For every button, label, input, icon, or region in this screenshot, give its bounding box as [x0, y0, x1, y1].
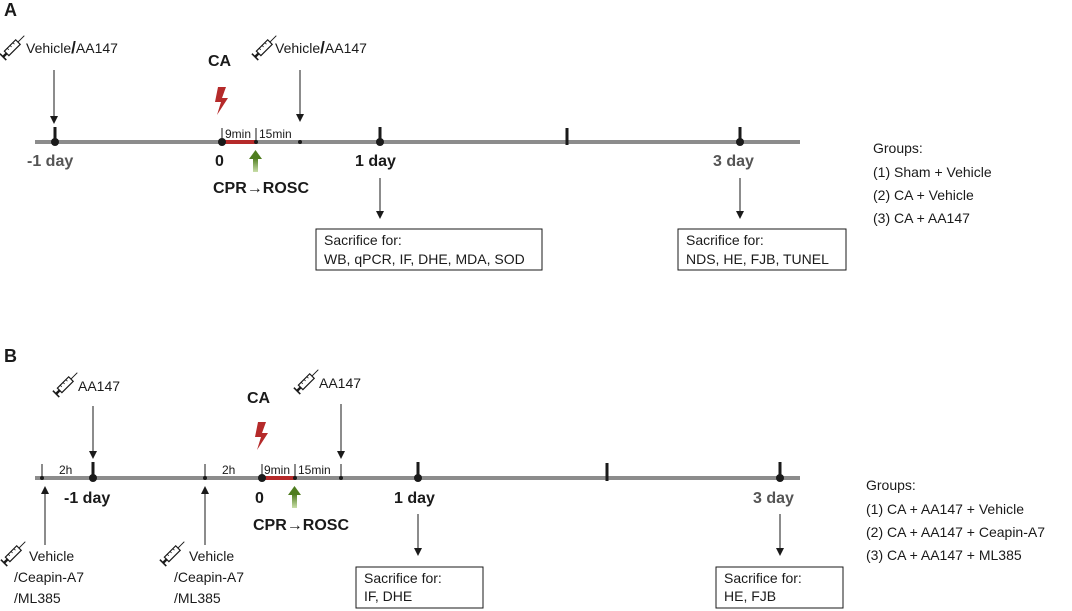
ca-label: CA	[208, 53, 232, 70]
panel-b-label: B	[4, 346, 17, 366]
up-arrow-icon	[292, 494, 297, 508]
injection-label-minus1-day: AA147	[78, 378, 120, 394]
syringe-icon	[293, 365, 323, 395]
ca-label: CA	[247, 390, 271, 407]
ischemia-duration-label: 9min	[225, 127, 251, 141]
syringe-icon	[159, 537, 189, 567]
day-1-label: 1 day	[394, 490, 435, 507]
timeline-dot	[51, 138, 59, 146]
sacrifice-box-body: NDS, HE, FJB, TUNEL	[686, 251, 829, 267]
timeline-dot	[339, 476, 343, 480]
timeline-dot	[254, 140, 258, 144]
timeline-dot	[293, 476, 297, 480]
gap-label: 2h	[59, 463, 72, 477]
up-arrow-icon-head	[288, 486, 301, 495]
panel-a: A Vehicle/AA147 CA Vehicle/AA147 9min 15…	[0, 0, 992, 271]
cpr-rosc-label: CPR→ROSC	[253, 517, 349, 534]
groups-title: Groups:	[873, 140, 923, 156]
timeline-dot	[414, 474, 422, 482]
group-item: (1) CA + AA147 + Vehicle	[866, 501, 1024, 517]
timeline-dot	[203, 476, 207, 480]
injection-label-post-rosc: AA147	[319, 375, 361, 391]
sacrifice-box-day3	[715, 566, 844, 609]
pretreatment-label: /ML385	[14, 590, 61, 606]
lightning-icon	[255, 422, 268, 450]
sacrifice-box-day1	[315, 228, 543, 271]
sacrifice-box-body: HE, FJB	[724, 588, 776, 604]
sacrifice-box-day1	[355, 566, 484, 609]
panel-a-label: A	[4, 0, 17, 20]
timeline-dot	[776, 474, 784, 482]
day-0-label: 0	[215, 153, 224, 170]
timeline-dot	[40, 476, 44, 480]
day-0-label: 0	[255, 490, 264, 507]
injection-label-minus1-day: Vehicle/AA147	[26, 38, 118, 57]
sacrifice-box-title: Sacrifice for:	[364, 570, 442, 586]
panel-b: B AA147 CA AA147 2h 2h 9m	[0, 346, 1045, 609]
group-item: (3) CA + AA147 + ML385	[866, 547, 1022, 563]
sacrifice-box-body: IF, DHE	[364, 588, 412, 604]
post-rosc-interval-label: 15min	[298, 463, 331, 477]
up-arrow-icon	[253, 158, 258, 172]
sacrifice-box-title: Sacrifice for:	[324, 232, 402, 248]
timeline-dot	[736, 138, 744, 146]
post-rosc-interval-label: 15min	[259, 127, 292, 141]
cpr-rosc-label: CPR→ROSC	[213, 180, 309, 197]
sacrifice-box-title: Sacrifice for:	[686, 232, 764, 248]
pretreatment-label: Vehicle	[29, 548, 74, 564]
syringe-icon	[52, 368, 82, 398]
day-3-label: 3 day	[753, 490, 794, 507]
pretreatment-label: /ML385	[174, 590, 221, 606]
timeline-dot	[298, 140, 302, 144]
day-1-label: 1 day	[355, 153, 396, 170]
ischemia-duration-label: 9min	[264, 463, 290, 477]
group-item: (1) Sham + Vehicle	[873, 164, 992, 180]
injection-label-post-rosc: Vehicle/AA147	[275, 38, 367, 57]
day-3-label: 3 day	[713, 153, 754, 170]
syringe-icon	[0, 537, 30, 567]
timeline-dot	[89, 474, 97, 482]
pretreatment-label: /Ceapin-A7	[174, 569, 244, 585]
up-arrow-icon-head	[249, 150, 262, 159]
pretreatment-label: /Ceapin-A7	[14, 569, 84, 585]
pretreatment-label: Vehicle	[189, 548, 234, 564]
sacrifice-box-body: WB, qPCR, IF, DHE, MDA, SOD	[324, 251, 525, 267]
day-minus1-label: -1 day	[27, 153, 73, 170]
lightning-icon	[215, 87, 228, 115]
group-item: (2) CA + Vehicle	[873, 187, 974, 203]
gap-label: 2h	[222, 463, 235, 477]
syringe-icon	[0, 31, 29, 61]
group-item: (3) CA + AA147	[873, 210, 970, 226]
groups-title: Groups:	[866, 477, 916, 493]
sacrifice-box-day3	[677, 228, 847, 271]
group-item: (2) CA + AA147 + Ceapin-A7	[866, 524, 1045, 540]
sacrifice-box-title: Sacrifice for:	[724, 570, 802, 586]
timeline-dot	[376, 138, 384, 146]
day-minus1-label: -1 day	[64, 490, 110, 507]
